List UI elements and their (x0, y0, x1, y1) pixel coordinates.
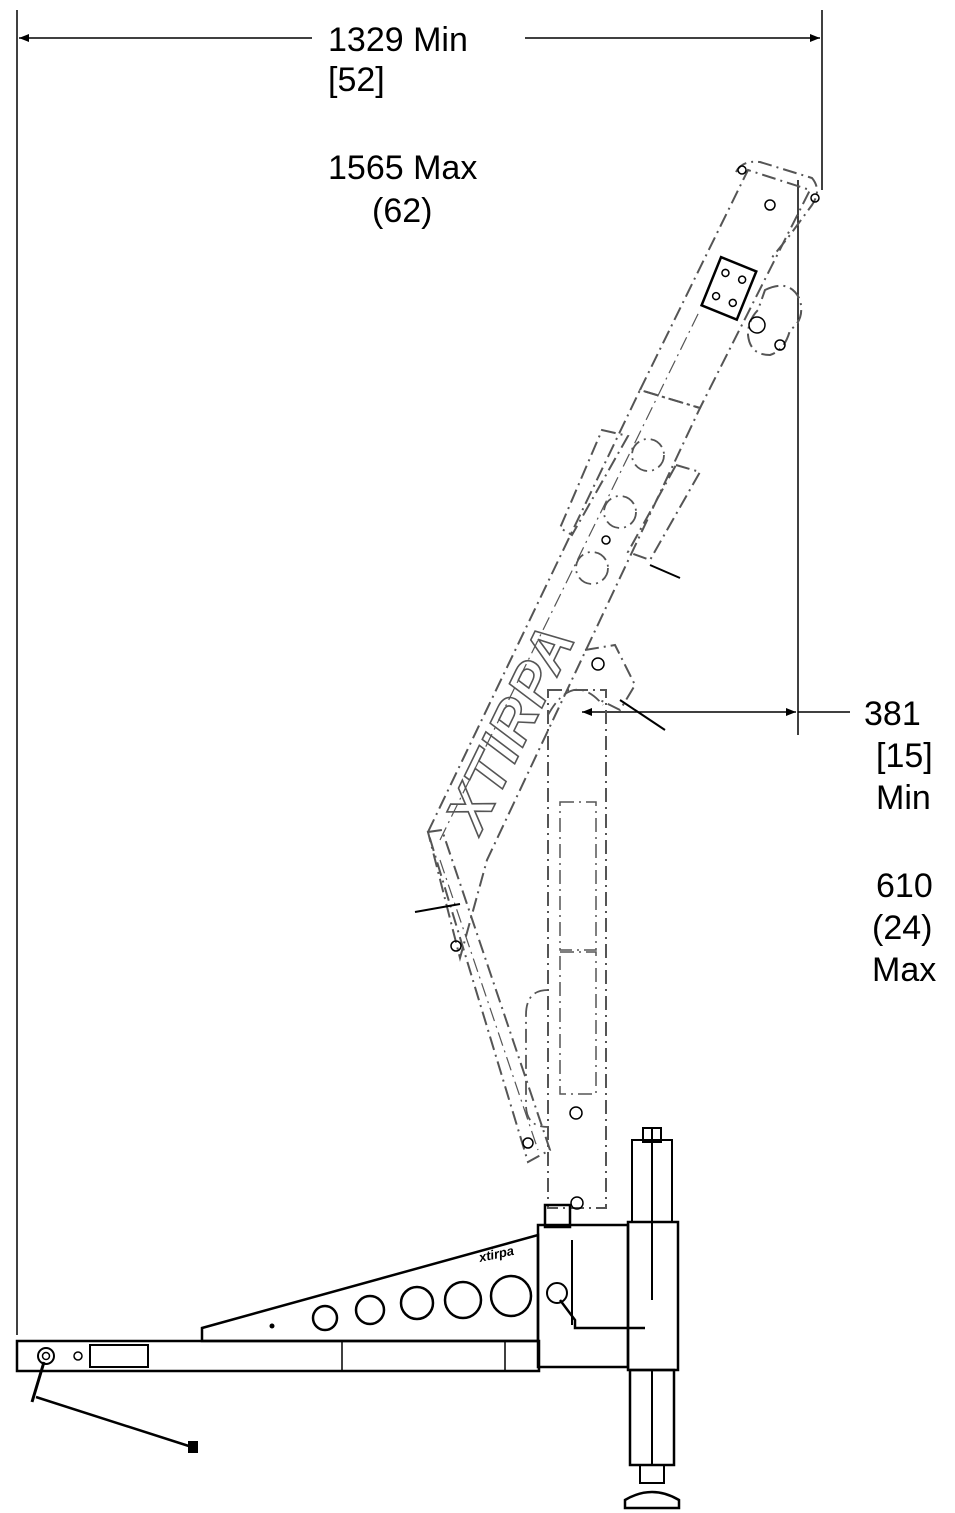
mast (525, 688, 607, 1210)
width-min-in: [52] (328, 61, 385, 99)
mast-body (547, 689, 607, 1209)
mast-window-upper (559, 801, 597, 951)
dimension-lines (16, 10, 850, 1335)
strut-centerline (439, 859, 539, 1151)
pivot-handle (619, 699, 666, 731)
base-leg-pin-inner (41, 1351, 51, 1361)
jack-foot-stem (639, 1464, 665, 1484)
pin-handle-stem (30, 1361, 46, 1403)
jack-top-cap (642, 1127, 662, 1143)
gusset-hole-2 (354, 1294, 386, 1326)
mast-socket (536, 1223, 630, 1369)
gusset-hole-5 (489, 1274, 533, 1318)
jack-foot-pad (623, 1490, 681, 1510)
boom-tip (735, 160, 818, 261)
socket-lever (559, 1299, 645, 1330)
socket-collar (543, 1203, 572, 1229)
strut-arm (426, 828, 552, 1164)
tip-pin-3 (810, 193, 820, 203)
base-leg-pin (37, 1347, 55, 1365)
pin-handle-bar (35, 1395, 196, 1450)
socket-hole (546, 1282, 568, 1304)
boom-arm: XTIRPA (426, 160, 820, 962)
reach-min-in: [15] (876, 737, 933, 775)
boom-hole-1 (631, 438, 665, 472)
strut-pin-bottom (522, 1137, 534, 1149)
reach-min-label: Min (876, 779, 931, 817)
gusset-dot (269, 1323, 275, 1329)
pin-handle-knob (188, 1441, 198, 1453)
pivot-bracket (584, 643, 637, 712)
mast-pin (569, 1106, 583, 1120)
boom-pivot-pin (591, 657, 605, 671)
boom-hole-3 (575, 551, 609, 585)
strut-handle (414, 903, 461, 913)
base-logo: xtirpa (477, 1243, 516, 1265)
boom-centerline (439, 309, 701, 841)
leg-pin-handle (30, 1361, 198, 1453)
gusset-hole-1 (311, 1304, 339, 1332)
reach-max-mm: 610 (876, 867, 933, 905)
tip-pin-2 (737, 165, 747, 175)
lower-strut (414, 828, 552, 1164)
mast-window-lower (559, 951, 597, 1095)
reach-min-mm: 381 (864, 695, 921, 733)
gusset-hole-4 (443, 1280, 483, 1320)
mast-pivot-arc (547, 688, 604, 716)
mast-base-pin (570, 1196, 584, 1210)
side-clamp-left (558, 428, 630, 537)
boom-hole-2 (603, 495, 637, 529)
boom-pin-center (601, 535, 611, 545)
reach-max-label: Max (872, 951, 937, 989)
hook-shackle (746, 284, 803, 357)
base-leg-window (89, 1344, 149, 1368)
mast-grip (525, 989, 549, 1128)
gusset-hole-3 (399, 1285, 435, 1321)
width-max-in: (62) (372, 192, 433, 230)
tip-pin (764, 199, 776, 211)
clamp-handle (649, 564, 681, 579)
boom-body (426, 388, 702, 962)
reach-max-in: (24) (872, 909, 933, 947)
boom-extension (638, 168, 812, 410)
strut-pin-top (450, 940, 462, 952)
width-max-mm: 1565 Max (328, 149, 478, 187)
side-clamp-right (626, 463, 702, 562)
width-min-mm: 1329 Min (328, 21, 468, 59)
base-assembly: xtirpa (15, 1127, 681, 1510)
base-leg-hole (73, 1351, 83, 1361)
mounting-plate (699, 255, 758, 322)
